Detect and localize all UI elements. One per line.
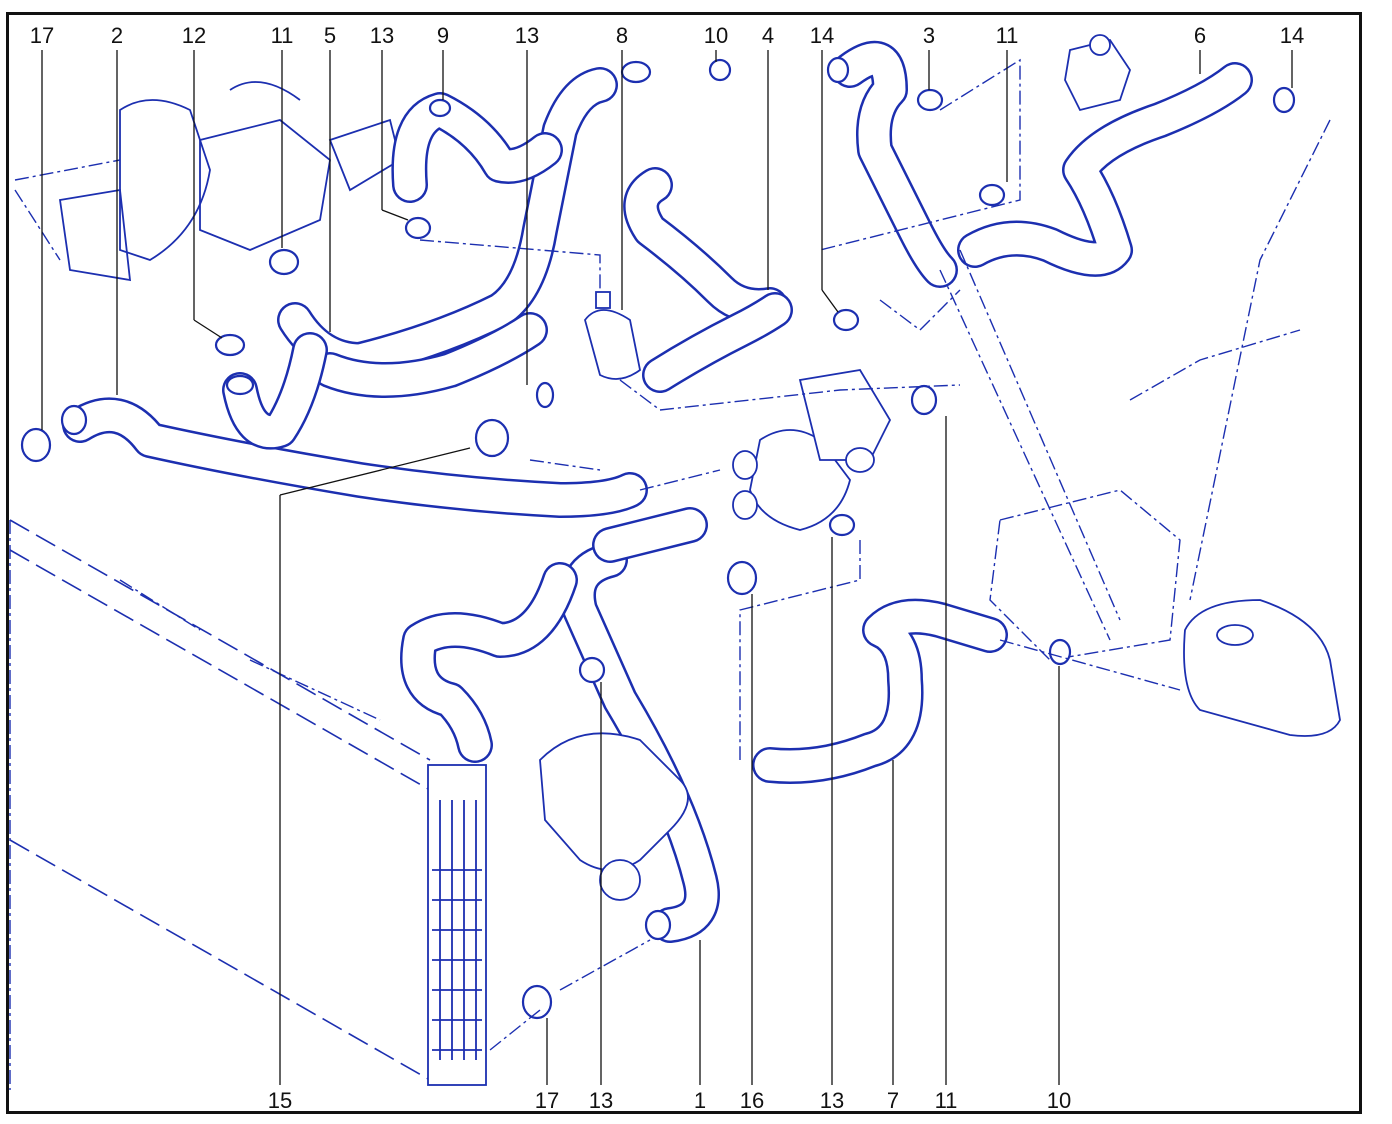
hose-3 (832, 40, 958, 288)
top-leaders (41, 50, 1293, 430)
callout-11-left: 11 (271, 23, 294, 48)
bottom-callouts: 15 17 13 1 16 13 7 11 10 (268, 1088, 1071, 1113)
hose-7 (752, 598, 1008, 784)
callout-10-bottom: 10 (1047, 1088, 1071, 1113)
callout-2: 2 (111, 23, 123, 48)
hose-9 (391, 92, 563, 203)
callout-13-mid: 13 (515, 23, 539, 48)
callout-15: 15 (268, 1088, 292, 1113)
callout-4: 4 (762, 23, 774, 48)
thermostat-housing (732, 369, 892, 531)
hose-6 (957, 62, 1253, 277)
callout-14-left: 14 (810, 23, 834, 48)
callout-11-right: 11 (996, 23, 1019, 48)
hose-12 (222, 332, 328, 450)
callout-13-bottom-right: 13 (820, 1088, 844, 1113)
hose-2 (62, 397, 648, 518)
bracket-right (989, 489, 1181, 661)
control-valve (1064, 34, 1131, 112)
callout-13-left: 13 (370, 23, 394, 48)
callout-9: 9 (437, 23, 449, 48)
top-callouts: 17 2 12 11 5 13 9 13 8 10 4 14 3 11 6 14 (30, 23, 1304, 48)
callout-6: 6 (1194, 23, 1206, 48)
engine-block (14, 81, 402, 282)
callout-11-bottom: 11 (935, 1088, 958, 1113)
pump-lower (539, 732, 689, 901)
hose-loop (400, 562, 578, 763)
bottom-leaders (279, 416, 1060, 1085)
callout-5: 5 (324, 23, 336, 48)
radiator (9, 519, 487, 1090)
expansion-tank (1183, 599, 1341, 737)
callout-7: 7 (887, 1088, 899, 1113)
callout-8: 8 (616, 23, 628, 48)
hose-4 (623, 167, 793, 393)
callout-17-top: 17 (30, 23, 54, 48)
routing-lines (419, 58, 1331, 1051)
callout-14-right: 14 (1280, 23, 1304, 48)
hose-5 (277, 67, 618, 398)
callout-10-top: 10 (704, 23, 728, 48)
hose-clamps (20, 56, 1296, 1020)
callout-17-bottom: 17 (535, 1088, 559, 1113)
callout-12: 12 (182, 23, 206, 48)
callout-16: 16 (740, 1088, 764, 1113)
water-pump (584, 291, 641, 380)
callout-3: 3 (923, 23, 935, 48)
callout-13-bottom-left: 13 (589, 1088, 613, 1113)
callout-1: 1 (694, 1088, 706, 1113)
